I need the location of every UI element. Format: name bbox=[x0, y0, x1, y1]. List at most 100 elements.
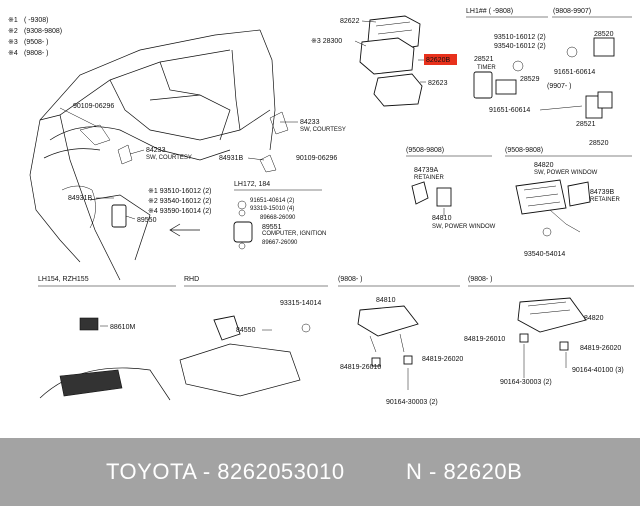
label-28521-b: 28521 bbox=[576, 121, 596, 128]
section-lh-top: LH1## ( -9808) bbox=[466, 8, 513, 15]
section-9808-c: (9808- ) bbox=[338, 276, 363, 283]
label-sw-power-window-b: SW, POWER WINDOW bbox=[534, 170, 598, 176]
label-93510-top: 93510-16012 (2) bbox=[494, 34, 546, 41]
label-90164-22: 90164-30003 (2) bbox=[386, 399, 438, 406]
label-88610M: 88610M bbox=[110, 324, 135, 331]
label-retainer-a: RETAINER bbox=[414, 175, 445, 181]
console-panel bbox=[59, 369, 123, 397]
part-number-footer: TOYOTA - 8262053010 N - 82620B bbox=[0, 438, 640, 506]
label-28300: ※3 28300 bbox=[311, 38, 342, 45]
lh154-group bbox=[39, 317, 171, 401]
switch-84810-b bbox=[357, 305, 419, 337]
legend-mark-3: ※3 bbox=[8, 39, 18, 46]
switch-88610M bbox=[79, 317, 99, 331]
clip-84819-26020-b bbox=[559, 341, 569, 351]
label-84739A: 84739A bbox=[414, 167, 438, 174]
label-84820-a: 84820 bbox=[534, 162, 554, 169]
legend-text-2: (9308-9808) bbox=[24, 28, 62, 35]
highlight-82620B bbox=[424, 54, 457, 65]
label-84739B: 84739B bbox=[590, 189, 614, 196]
label-84819-26020-a: 84819-26020 bbox=[422, 356, 463, 363]
label-90164-30003: 90164-30003 (2) bbox=[500, 379, 552, 386]
legend-mark-2: ※2 bbox=[8, 28, 18, 35]
section-lh154: LH154, RZH155 bbox=[38, 276, 89, 283]
master-switch-84820-b bbox=[517, 297, 587, 333]
timer-28521 bbox=[473, 71, 493, 99]
power-window-9808-d bbox=[517, 297, 587, 378]
label-91651-40614: 91651-40614 (2) bbox=[250, 198, 294, 204]
label-28529: 28529 bbox=[520, 76, 540, 83]
legend-mark-4: ※4 bbox=[8, 50, 18, 57]
label-84810-a: 84810 bbox=[432, 215, 452, 222]
switch-84550-housing bbox=[213, 315, 241, 341]
label-28521-a: 28521 bbox=[474, 56, 494, 63]
computer-ignition-group bbox=[233, 189, 322, 250]
computer-89551 bbox=[233, 221, 253, 243]
label-computer-ignition: COMPUTER, IGNITION bbox=[262, 231, 326, 237]
label-93540-54014: 93540-54014 bbox=[524, 251, 565, 258]
label-84810-b: 84810 bbox=[376, 297, 396, 304]
label-timer: TIMER bbox=[477, 65, 496, 71]
label-84931B-b: 84931B bbox=[68, 195, 92, 202]
master-switch-84820 bbox=[515, 179, 567, 215]
section-9907: (9907- ) bbox=[547, 83, 572, 90]
label-84233-a: 84233 bbox=[146, 147, 166, 154]
section-win-a: (9508-9808) bbox=[406, 147, 444, 154]
label-84819-26010-b: 84819-26010 bbox=[464, 336, 505, 343]
power-window-switch-group-b bbox=[505, 155, 632, 237]
label-84233-b: 84233 bbox=[300, 119, 320, 126]
label-28520-a: 28520 bbox=[594, 31, 614, 38]
label-retainer-b: RETAINER bbox=[590, 197, 621, 203]
label-89667: 89667-26090 bbox=[262, 240, 298, 246]
clip-84819-26010-b bbox=[519, 333, 529, 343]
label-28520-b: 28520 bbox=[589, 140, 609, 147]
label-91651-614-a: 91651-60614 bbox=[554, 69, 595, 76]
label-89550: 89550 bbox=[137, 217, 157, 224]
label-89668: 89668-26090 bbox=[260, 215, 296, 221]
label-m93510: ※1 93510-16012 (2) bbox=[148, 188, 211, 195]
label-90164-40100: 90164-40100 (3) bbox=[572, 367, 624, 374]
legend-mark-1: ※1 bbox=[8, 17, 18, 24]
legend-text-3: (9508- ) bbox=[24, 39, 49, 46]
relay-28520-a bbox=[593, 37, 615, 57]
label-89551: 89551 bbox=[262, 224, 282, 231]
label-93319: 93319-15010 (4) bbox=[250, 206, 294, 212]
door-switch-outline bbox=[111, 204, 127, 228]
section-9808-9907: (9808-9907) bbox=[553, 8, 591, 15]
label-84819-26020-b: 84819-26020 bbox=[580, 345, 621, 352]
parts-diagram: ※1 ( -9308) ※2 (9308-9808) ※3 (9508- ) ※… bbox=[8, 8, 634, 406]
footer-part-number: TOYOTA - 8262053010 bbox=[106, 459, 345, 484]
label-82622: 82622 bbox=[340, 18, 360, 25]
section-rhd: RHD bbox=[184, 276, 199, 283]
vehicle-body-illustration bbox=[29, 29, 289, 281]
clip-84819-26010-a bbox=[371, 357, 381, 367]
label-93540-top: 93540-16012 (2) bbox=[494, 43, 546, 50]
relay-28520-b bbox=[597, 91, 613, 109]
label-90109-a: 90109-06296 bbox=[73, 103, 114, 110]
timer-group bbox=[466, 16, 632, 119]
retainer-84739B bbox=[567, 181, 591, 207]
relay-block-28300 bbox=[359, 37, 415, 75]
label-sw-courtesy-a: SW, COURTESY bbox=[146, 155, 192, 161]
legend: ※1 ( -9308) ※2 (9308-9808) ※3 (9508- ) ※… bbox=[8, 17, 62, 57]
label-82623: 82623 bbox=[428, 80, 448, 87]
label-m93540: ※2 93540-16012 (2) bbox=[148, 198, 211, 205]
retainer-84739A bbox=[411, 181, 429, 205]
section-lh172-184: LH172, 184 bbox=[234, 181, 270, 188]
switch-84810 bbox=[436, 187, 452, 207]
label-84820-b: 84820 bbox=[584, 315, 604, 322]
clip-84819-26020-a bbox=[403, 355, 413, 365]
section-win-b: (9508-9808) bbox=[505, 147, 543, 154]
label-90109-b: 90109-06296 bbox=[296, 155, 337, 162]
legend-text-4: (9808- ) bbox=[24, 50, 49, 57]
rhd-group bbox=[179, 315, 311, 397]
footer-reference-code: N - 82620B bbox=[406, 459, 523, 484]
bracket-28529 bbox=[495, 79, 517, 95]
label-93315: 93315-14014 bbox=[280, 300, 321, 307]
label-84550: 84550 bbox=[236, 327, 256, 334]
label-sw-courtesy-b: SW, COURTESY bbox=[300, 127, 346, 133]
cover-82623 bbox=[373, 73, 423, 107]
label-sw-power-window-a: SW, POWER WINDOW bbox=[432, 224, 496, 230]
label-84931B-a: 84931B bbox=[219, 155, 243, 162]
label-82620B: 82620B bbox=[426, 57, 450, 64]
